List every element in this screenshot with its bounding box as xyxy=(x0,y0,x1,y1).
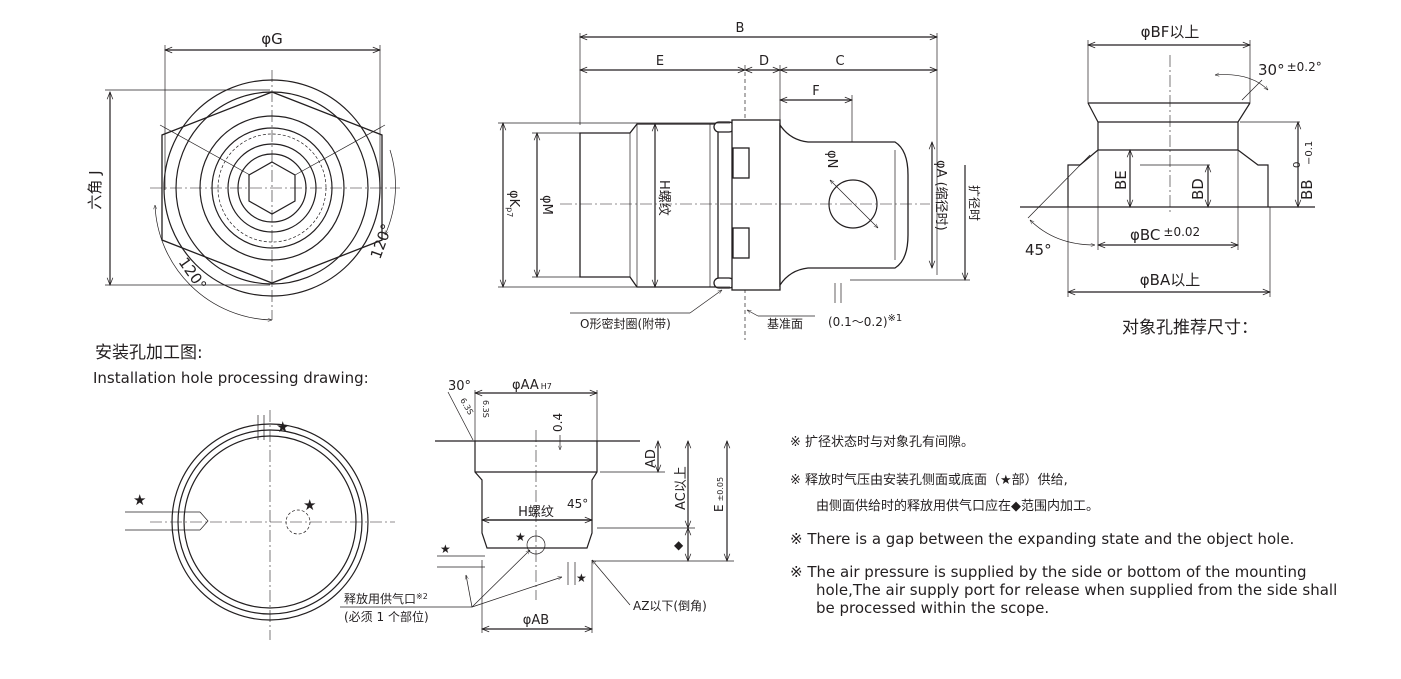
dim-ba-label: φBA以上 xyxy=(1140,271,1200,289)
hex-j-label: 六角 J xyxy=(86,170,104,209)
dim-d-label: D xyxy=(759,54,769,69)
dim-g-label: φG xyxy=(261,30,283,48)
dim-b-label: B xyxy=(736,21,745,36)
angle-45-label: 45° xyxy=(1025,241,1052,259)
dim-bd-label: BD xyxy=(1189,178,1207,200)
dim-c-label: C xyxy=(835,54,844,69)
dim-e-label: E±0.05 xyxy=(712,477,726,512)
dim-bb-tol-upper: 0 xyxy=(1292,162,1303,168)
note-air-cn: ※ 释放时气压由安装孔侧面或底面（★部）供给, xyxy=(790,472,1068,488)
thread-h-label: H螺纹 xyxy=(656,180,671,216)
note-air-en-3: be processed within the scope. xyxy=(816,599,1049,617)
thread-h-label: H螺纹 xyxy=(518,505,554,520)
target-hole-caption: 对象孔推荐尺寸： xyxy=(1122,318,1258,338)
gap-label: (0.1～0.2)※1 xyxy=(828,313,902,329)
install-title-en: Installation hole processing drawing: xyxy=(93,369,369,387)
roughness-mark: 6.3S xyxy=(458,397,475,417)
chamfer-label: AZ以下(倒角) xyxy=(633,599,707,613)
dim-a-label: φA (缩径时) xyxy=(933,160,949,231)
dim-bb-label: BB xyxy=(1298,179,1316,200)
install-title-cn: 安装孔加工图: xyxy=(95,343,203,363)
note-air-en-2: hole,The air supply port for release whe… xyxy=(816,581,1337,599)
note-air-cn-2: 由侧面供给时的释放用供气口应在◆范围内加工。 xyxy=(816,498,1099,514)
dim-be-label: BE xyxy=(1112,170,1130,190)
angle-45-label: 45° xyxy=(567,497,588,511)
top-view: φG 六角 J 120° 120° xyxy=(86,30,400,322)
note-gap-cn: ※ 扩径状态时与对象孔有间隙。 xyxy=(790,435,974,450)
dim-e-label: E xyxy=(656,54,664,69)
port-sub-label: (必须 1 个部位) xyxy=(344,609,429,624)
dim-f-label: F xyxy=(812,84,819,99)
star-mark: ★ xyxy=(440,542,451,556)
side-view: B E D C F φN φKp7 φM H螺纹 φA (缩径时) 扩 xyxy=(498,21,981,340)
dim-n-label: φN xyxy=(824,150,839,168)
note-air-en: ※ The air pressure is supplied by the si… xyxy=(790,563,1307,581)
dim-bc-label: φBC±0.02 xyxy=(1130,225,1200,244)
angle-30-label: 30°±0.2° xyxy=(1258,60,1322,79)
dim-k-label: φKp7 xyxy=(505,190,521,217)
dim-bf-label: φBF以上 xyxy=(1141,23,1200,41)
star-mark: ★ xyxy=(515,530,526,544)
dim-ab-label: φAB xyxy=(523,613,549,628)
star-mark: ★ xyxy=(576,571,587,585)
installation-drawing: 安装孔加工图: Installation hole processing dra… xyxy=(93,343,734,640)
star-mark: ★ xyxy=(303,496,316,514)
target-hole-view: φBF以上 BB 0 −0.1 BE BD φBC±0.02 φBA以上 45°… xyxy=(1020,23,1322,338)
o-ring-label: O形密封圈(附带) xyxy=(580,316,671,331)
diamond-mark: ◆ xyxy=(674,538,684,552)
dim-m-label: φM xyxy=(539,195,554,215)
expanded-label: 扩径时 xyxy=(967,185,981,221)
angle-30-label: 30° xyxy=(448,379,471,394)
note-gap-en: ※ There is a gap between the expanding s… xyxy=(790,530,1294,548)
dim-ad-label: AD xyxy=(644,449,659,468)
star-mark: ★ xyxy=(133,491,146,509)
roughness-mark: 6.3S xyxy=(481,400,490,418)
dim-04-label: 0.4 xyxy=(551,413,565,432)
star-mark: ★ xyxy=(276,418,289,436)
angle-right-label: 120° xyxy=(367,221,396,261)
notes: ※ 扩径状态时与对象孔有间隙。 ※ 释放时气压由安装孔侧面或底面（★部）供给, … xyxy=(790,435,1337,617)
dim-bb-tol-lower: −0.1 xyxy=(1304,141,1315,165)
datum-label: 基准面 xyxy=(767,317,803,331)
port-label: 释放用供气口※2 xyxy=(344,591,428,606)
dim-ac-label: AC以上 xyxy=(674,466,689,510)
